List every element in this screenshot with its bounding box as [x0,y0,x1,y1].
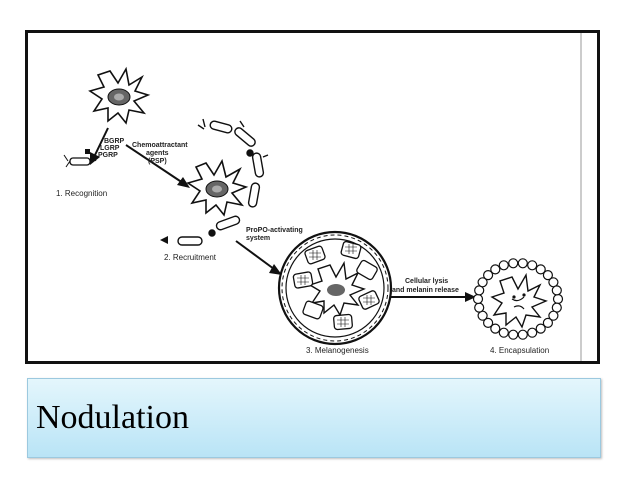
capsule-bead [508,258,519,269]
capsule-bead [548,310,559,321]
capsule-bead [542,270,554,281]
capsule-bead [498,260,509,271]
propo-label-line1: ProPO-activating [246,227,303,234]
capsule-bead [517,329,528,340]
capsule-bead [498,327,509,338]
step-label-recruitment: 2. Recruitment [164,253,217,262]
receptor-label-lgrp: LGRP [100,145,120,152]
figure-frame: BGRP LGRP PGRP 1. Recognition Chemoattra… [25,30,600,364]
capsule-bead [490,264,501,275]
capsule-bead [552,293,564,305]
nodulation-diagram: BGRP LGRP PGRP 1. Recognition Chemoattra… [56,33,582,361]
step-label-encapsulation: 4. Encapsulation [490,346,549,355]
capsule-bead [535,323,546,334]
lysis-arrowhead [465,292,476,302]
propo-label-line2: system [246,235,270,242]
hemocytes-recruiting-icon [177,118,269,246]
chemo-arrowhead [177,177,190,188]
lysis-label-line1: Cellular lysis [405,278,448,285]
hemocyte-marker-icon [160,236,168,244]
step-label-recognition: 1. Recognition [56,189,107,198]
capsule-bead [508,329,519,340]
capsule-bead [535,264,546,275]
capsule-bead [527,327,538,338]
nodule-melanogenesis-icon [277,230,393,346]
capsule-bead [477,277,488,288]
chemo-label-line2: agents [146,150,169,157]
capsule-bead [490,323,501,334]
chemo-label-line3: (PSP) [148,158,167,165]
step-label-melanogenesis: 3. Melanogenesis [306,346,369,355]
capsule-bead [527,260,538,271]
receptor-label-bgrp: BGRP [104,138,125,145]
capsule-bead [483,270,494,281]
chemo-arrow [125,144,184,184]
capsule-bead [483,317,494,328]
pathogen-recruitment-icon [186,158,249,217]
capsule-bead [542,317,554,328]
capsule-encapsulation-icon [472,258,564,340]
capsule-bead [474,302,485,313]
capsule-bead [517,258,528,269]
slide-title: Nodulation [36,399,189,436]
lysis-label-line2: and melanin release [392,287,459,294]
receptor-label-pgrp: PGRP [98,152,118,159]
pathogen-recognition-icon [88,66,151,125]
capsule-bead [551,285,562,296]
propo-arrow [235,240,275,270]
propo-arrowhead [269,264,282,275]
receptor-molecules-icon [63,149,97,168]
recognition-arrow [94,127,109,156]
title-banner: Nodulation [27,378,601,458]
chemo-label-line1: Chemoattractant [132,142,188,149]
capsule-bead [472,293,484,305]
